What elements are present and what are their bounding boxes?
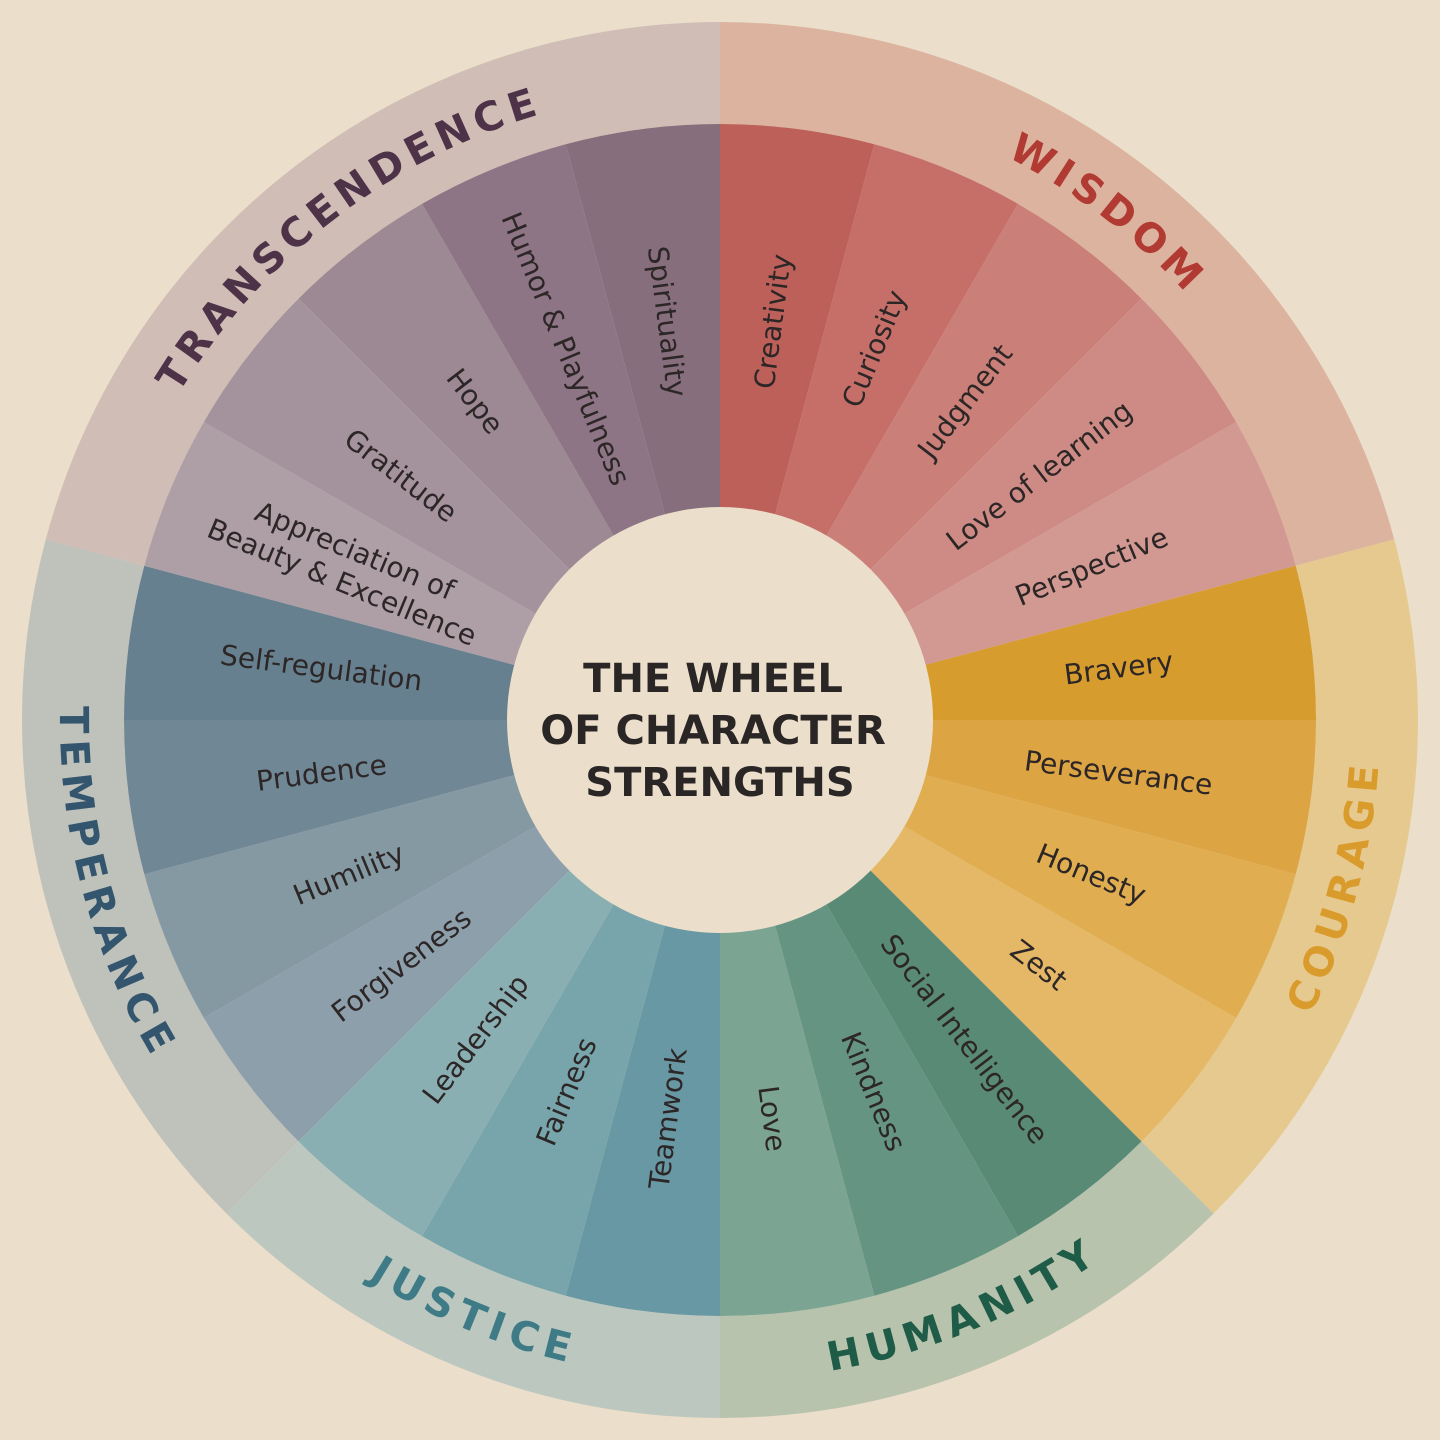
wedge-leadership [298, 869, 615, 1237]
wedge-creativity [720, 124, 875, 517]
wedge-appreciation-of-beauty-and-excellence [144, 422, 538, 666]
wedge-fairness [422, 902, 666, 1296]
ring-courage [1141, 539, 1418, 1214]
ring-temperance [21, 539, 299, 1214]
wedge-self-regulation [124, 565, 517, 720]
wedge-perspective [902, 422, 1296, 666]
wedge-gratitude [203, 298, 571, 615]
wedge-curiosity [774, 144, 1018, 538]
wedge-humility [144, 774, 538, 1018]
wedge-love-of-learning [869, 298, 1237, 615]
wedge-prudence [124, 720, 517, 875]
center-title-line-2: OF CHARACTER [540, 708, 886, 754]
wedge-perseverance [923, 720, 1316, 875]
wedge-humor-and-playfulness [422, 144, 666, 538]
ring-wisdom [720, 22, 1395, 566]
center-circle [507, 507, 933, 933]
wedge-zest [869, 825, 1237, 1142]
center-title-line-3: STRENGTHS [585, 760, 854, 806]
ring-transcendence [45, 22, 721, 566]
wedge-hope [298, 203, 615, 571]
outer-ring [21, 22, 1418, 1418]
wedge-kindness [774, 902, 1018, 1296]
wedge-bravery [923, 565, 1316, 720]
wedge-love [720, 923, 875, 1316]
wedge-honesty [902, 774, 1296, 1018]
wedge-teamwork [565, 923, 720, 1316]
center-circle-group: THE WHEEL OF CHARACTER STRENGTHS [507, 507, 933, 933]
center-title: THE WHEEL OF CHARACTER STRENGTHS [540, 656, 900, 806]
wedge-social-intelligence [825, 869, 1142, 1237]
ring-humanity [720, 1141, 1214, 1418]
wedge-judgment [825, 203, 1142, 571]
strength-wedges [124, 124, 1316, 1316]
wedge-forgiveness [203, 825, 571, 1142]
center-title-line-1: THE WHEEL [583, 656, 843, 702]
wedge-spirituality [565, 124, 720, 517]
ring-justice [226, 1141, 721, 1418]
